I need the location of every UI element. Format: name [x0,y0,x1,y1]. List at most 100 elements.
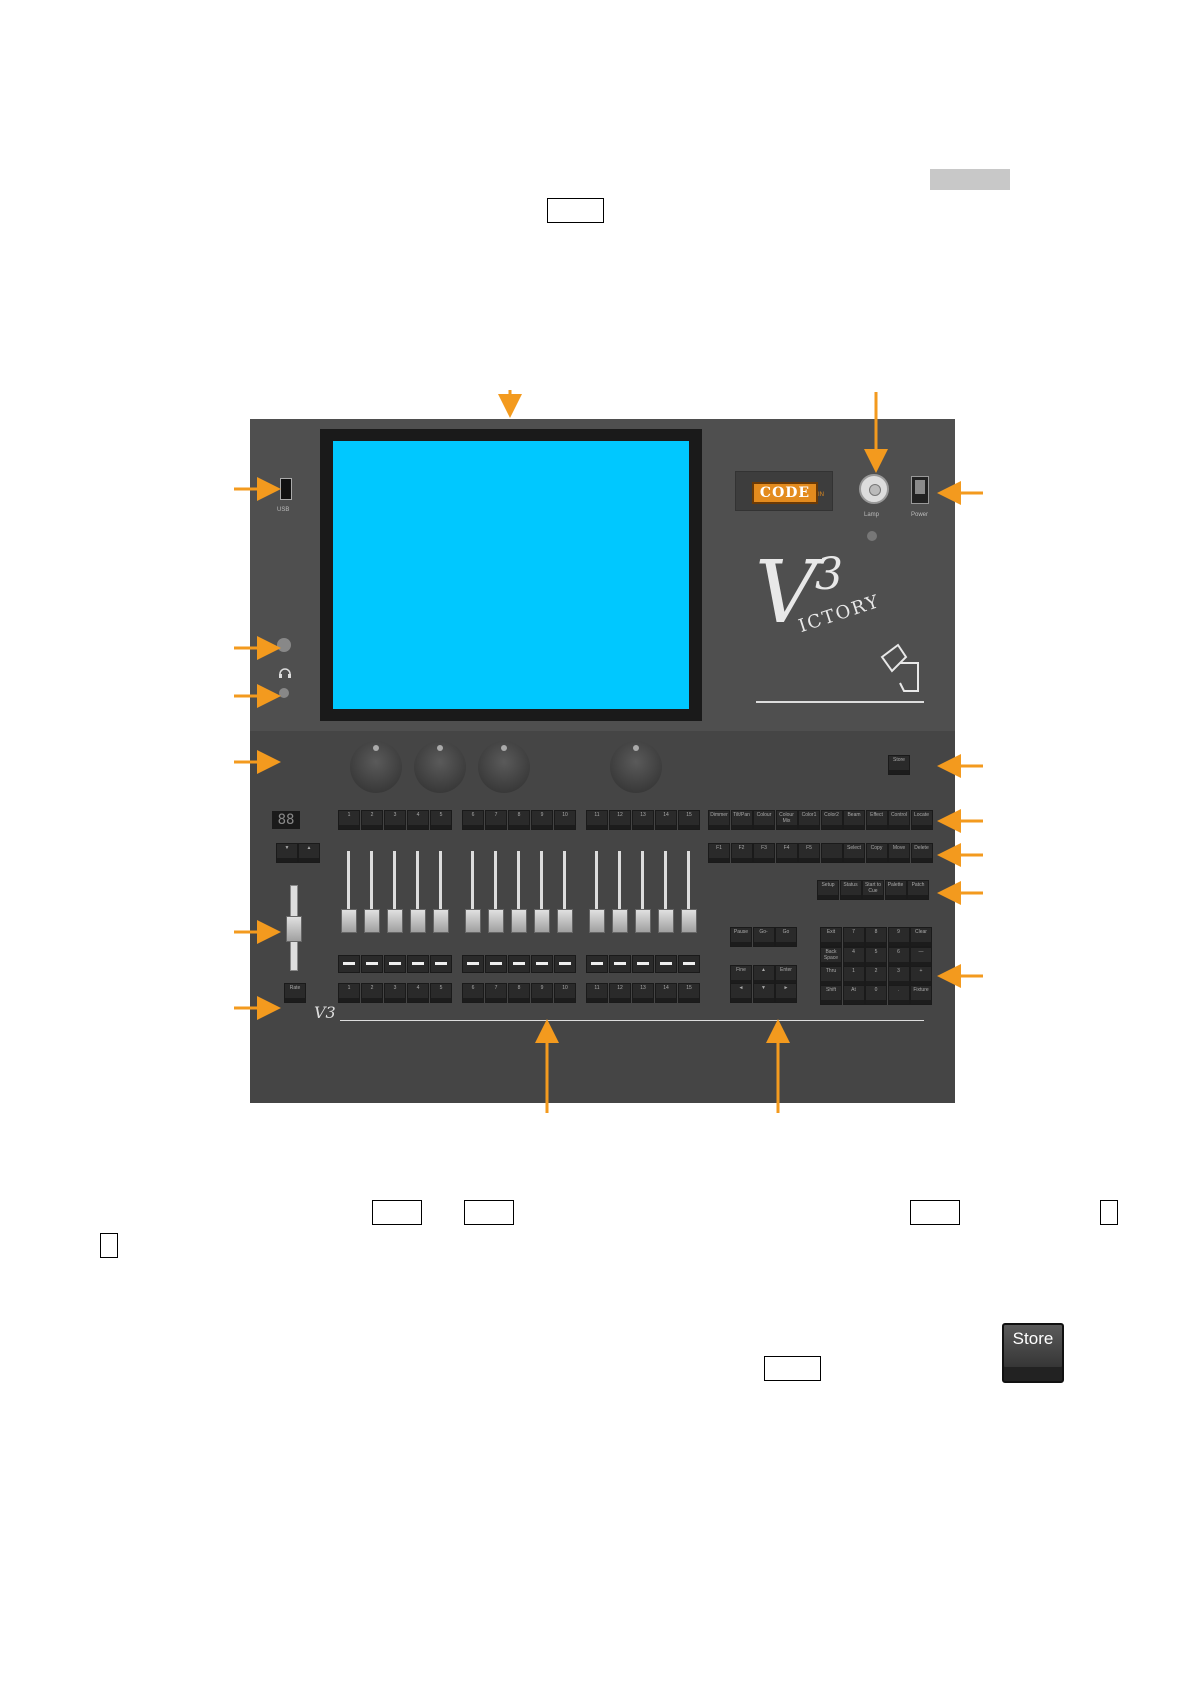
keypad-key-2-3[interactable]: 3 [887,966,910,986]
function-key-10[interactable]: Delete [910,843,933,863]
attribute-key-8[interactable]: Effect [865,810,888,830]
keypad-key-3-0[interactable]: Shift [820,985,842,1005]
flash-key-6[interactable] [462,955,484,973]
function-key-7[interactable]: Select [843,843,865,863]
keypad-key-0-0[interactable]: Exit [820,927,842,947]
setup-key-4[interactable]: Palette [884,880,907,900]
function-key-6[interactable] [820,843,843,863]
flash-key-8[interactable] [508,955,530,973]
flash-key-11[interactable] [586,955,608,973]
playback-go-key-5[interactable]: 5 [430,983,452,1003]
page-up-key[interactable]: ▲ [298,843,320,863]
flash-key-12[interactable] [609,955,631,973]
cue-key-1[interactable]: Pause [730,927,752,947]
playback-go-key-15[interactable]: 15 [678,983,700,1003]
playback-select-key-3[interactable]: 3 [384,810,406,830]
keypad-key-1-2[interactable]: 5 [865,947,887,967]
playback-select-key-15[interactable]: 15 [678,810,700,830]
keypad-key-0-2[interactable]: 8 [865,927,887,947]
attribute-key-7[interactable]: Beam [843,810,865,830]
cue-key-3[interactable]: Go [775,927,797,947]
playback-fader-4[interactable] [410,909,426,933]
playback-go-key-12[interactable]: 12 [609,983,631,1003]
playback-fader-13[interactable] [635,909,651,933]
playback-go-key-6[interactable]: 6 [462,983,484,1003]
usb-port[interactable] [280,478,292,500]
attribute-key-1[interactable]: Dimmer [708,810,730,830]
flash-key-7[interactable] [485,955,507,973]
flash-key-10[interactable] [554,955,576,973]
playback-go-key-13[interactable]: 13 [632,983,654,1003]
attribute-key-10[interactable]: Locate [910,810,933,830]
flash-key-5[interactable] [430,955,452,973]
encoder-wheel-3[interactable] [478,741,530,793]
nav-key-bottom-3[interactable]: ► [775,983,797,1003]
keypad-key-1-1[interactable]: 4 [842,947,865,967]
keypad-key-3-1[interactable]: At [842,985,865,1005]
keypad-key-0-4[interactable]: Clear [910,927,932,947]
keypad-key-2-0[interactable]: Thru [820,966,842,986]
playback-go-key-11[interactable]: 11 [586,983,608,1003]
playback-select-key-2[interactable]: 2 [361,810,383,830]
playback-go-key-4[interactable]: 4 [407,983,429,1003]
keypad-key-2-1[interactable]: 1 [842,966,865,986]
playback-fader-14[interactable] [658,909,674,933]
playback-go-key-9[interactable]: 9 [531,983,553,1003]
playback-fader-10[interactable] [557,909,573,933]
flash-key-4[interactable] [407,955,429,973]
flash-key-14[interactable] [655,955,677,973]
flash-key-9[interactable] [531,955,553,973]
keypad-key-0-1[interactable]: 7 [842,927,865,947]
keypad-key-3-3[interactable]: . [887,985,910,1005]
playback-go-key-1[interactable]: 1 [338,983,360,1003]
playback-fader-6[interactable] [465,909,481,933]
playback-go-key-8[interactable]: 8 [508,983,530,1003]
function-key-9[interactable]: Move [888,843,910,863]
setup-key-5[interactable]: Patch [907,880,929,900]
cue-key-2[interactable]: Go- [752,927,775,947]
playback-select-key-12[interactable]: 12 [609,810,631,830]
playback-fader-9[interactable] [534,909,550,933]
playback-select-key-7[interactable]: 7 [485,810,507,830]
keypad-key-1-3[interactable]: 6 [887,947,910,967]
touch-screen[interactable] [333,441,689,709]
playback-select-key-9[interactable]: 9 [531,810,553,830]
rate-key[interactable]: Rate [284,983,306,1003]
flash-key-3[interactable] [384,955,406,973]
function-key-5[interactable]: F5 [798,843,820,863]
nav-key-top-3[interactable]: Enter [775,965,797,985]
attribute-key-6[interactable]: Color2 [820,810,843,830]
headphone-jack[interactable] [279,688,289,698]
playback-go-key-2[interactable]: 2 [361,983,383,1003]
playback-fader-1[interactable] [341,909,357,933]
nav-key-bottom-2[interactable]: ▼ [752,983,775,1003]
attribute-key-3[interactable]: Colour [753,810,775,830]
keypad-key-2-4[interactable]: + [910,966,932,986]
playback-select-key-6[interactable]: 6 [462,810,484,830]
function-key-1[interactable]: F1 [708,843,730,863]
playback-go-key-7[interactable]: 7 [485,983,507,1003]
lamp-connector[interactable] [859,474,889,504]
function-key-3[interactable]: F3 [753,843,775,863]
flash-key-15[interactable] [678,955,700,973]
playback-fader-5[interactable] [433,909,449,933]
setup-key-3[interactable]: Start to Cue [862,880,884,900]
playback-select-key-1[interactable]: 1 [338,810,360,830]
setup-key-2[interactable]: Status [839,880,862,900]
encoder-wheel-2[interactable] [414,741,466,793]
playback-fader-8[interactable] [511,909,527,933]
flash-key-1[interactable] [338,955,360,973]
playback-select-key-10[interactable]: 10 [554,810,576,830]
volume-knob[interactable] [277,638,291,652]
flash-key-13[interactable] [632,955,654,973]
attribute-key-9[interactable]: Control [888,810,910,830]
function-key-4[interactable]: F4 [775,843,798,863]
function-key-8[interactable]: Copy [865,843,888,863]
encoder-wheel-1[interactable] [350,741,402,793]
playback-select-key-8[interactable]: 8 [508,810,530,830]
power-switch[interactable] [911,476,929,504]
flash-key-2[interactable] [361,955,383,973]
keypad-key-3-4[interactable]: Fixture [910,985,932,1005]
nav-key-top-2[interactable]: ▲ [752,965,775,985]
attribute-key-4[interactable]: Colour Mix [775,810,798,830]
